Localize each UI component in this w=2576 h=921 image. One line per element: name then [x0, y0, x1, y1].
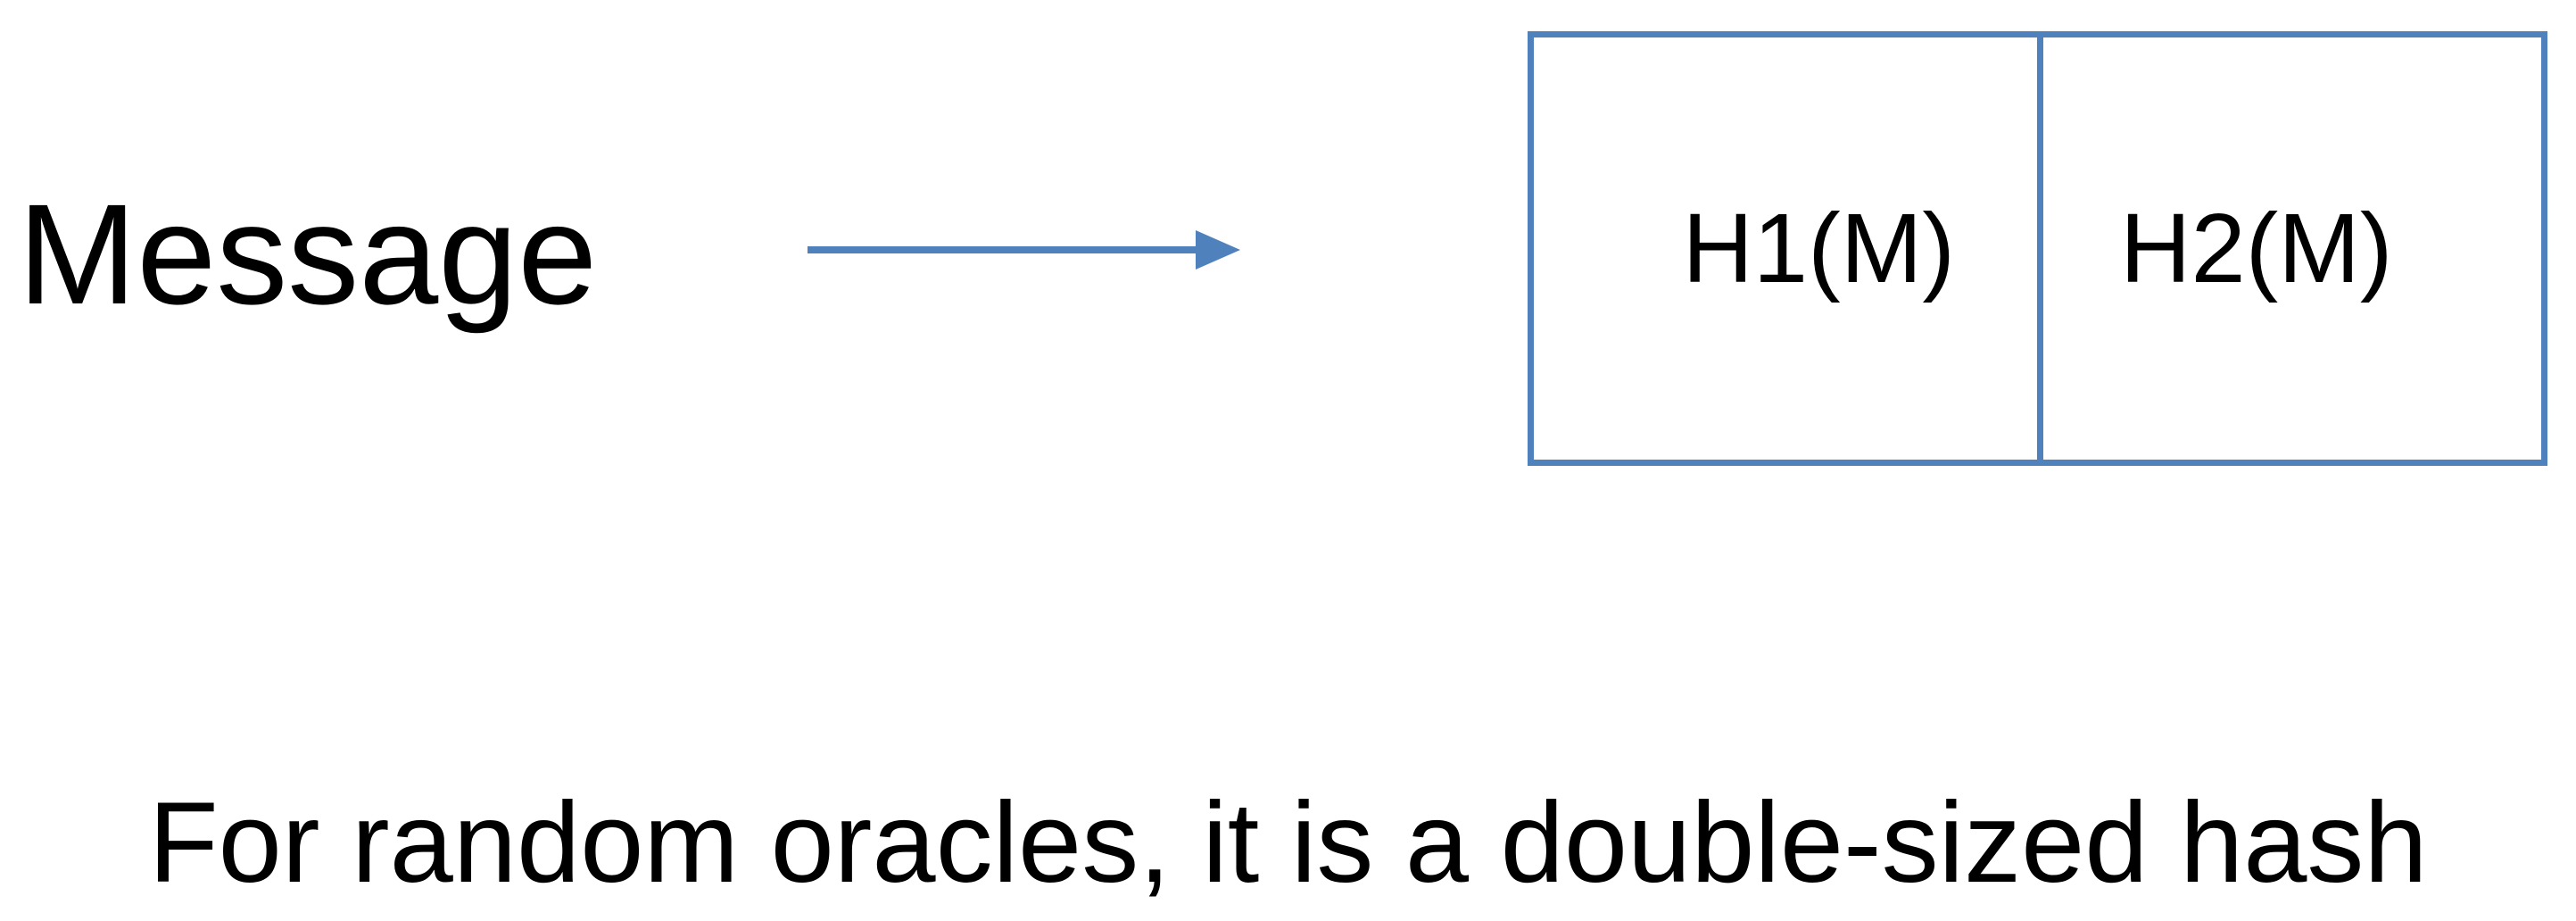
message-label: Message — [18, 174, 598, 334]
hash-cell-h1: H1(M) — [1534, 37, 2043, 460]
hash-label-h2: H2(M) — [2120, 193, 2393, 303]
diagram-caption: For random oracles, it is a double-sized… — [148, 779, 2428, 907]
arrow-head — [1196, 230, 1240, 270]
right-arrow-icon — [808, 230, 1240, 270]
hash-cell-h2: H2(M) — [2043, 37, 2541, 460]
hash-label-h1: H1(M) — [1682, 193, 1955, 303]
hash-output-box: H1(M) H2(M) — [1528, 31, 2547, 466]
